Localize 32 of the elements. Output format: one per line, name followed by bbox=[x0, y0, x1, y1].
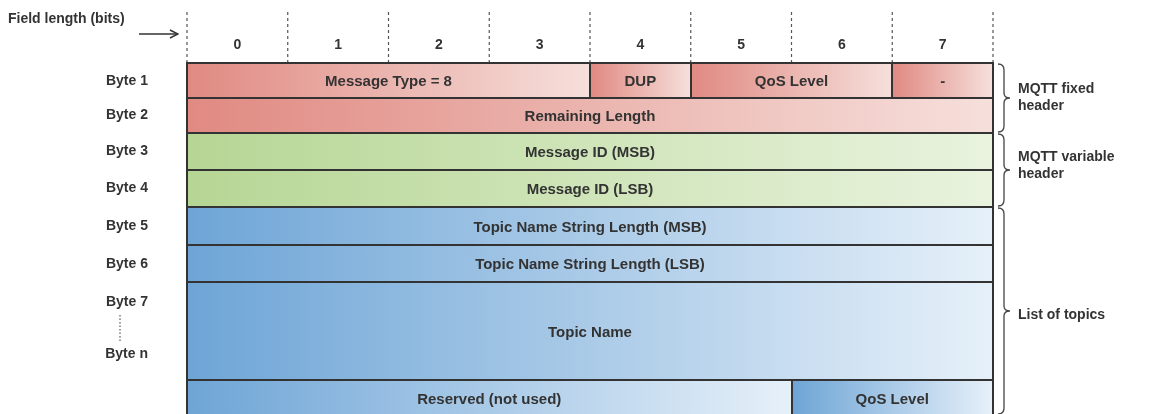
bit-number: 2 bbox=[433, 36, 444, 53]
byte-label: Byte 2 bbox=[104, 106, 148, 123]
byte-label: Byte 3 bbox=[104, 142, 148, 159]
axis-title: Field length (bits) bbox=[8, 10, 126, 27]
bit-number: 1 bbox=[333, 36, 343, 53]
fixed-header-field: - bbox=[891, 62, 994, 99]
payload-field: Topic Name String Length (LSB) bbox=[186, 244, 994, 283]
bracket-label: List of topics bbox=[1018, 306, 1107, 323]
variable-header-field: Message ID (MSB) bbox=[186, 132, 994, 171]
byte-label: Byte 4 bbox=[104, 179, 148, 196]
fixed-header-field: DUP bbox=[589, 62, 692, 99]
byte-label: Byte 1 bbox=[104, 72, 148, 89]
fixed-header-field: QoS Level bbox=[689, 62, 894, 99]
byte-label: Byte 5 bbox=[104, 217, 148, 234]
bit-number: 3 bbox=[534, 36, 545, 53]
byte-label: Byte 7 bbox=[104, 293, 148, 310]
bracket-label: MQTT variable header bbox=[1018, 148, 1116, 182]
bracket-label: MQTT fixed header bbox=[1018, 80, 1096, 114]
fixed-header-field: Remaining Length bbox=[186, 97, 994, 134]
payload-field: Reserved (not used) bbox=[186, 379, 793, 414]
payload-field: Topic Name String Length (MSB) bbox=[186, 206, 994, 246]
bit-number: 7 bbox=[937, 36, 948, 53]
fixed-header-field: Message Type = 8 bbox=[186, 62, 591, 99]
bit-number: 5 bbox=[736, 36, 746, 53]
bit-number: 4 bbox=[635, 36, 646, 53]
payload-field: QoS Level bbox=[790, 379, 994, 414]
bit-number: 6 bbox=[836, 36, 847, 53]
bit-number: 0 bbox=[232, 36, 243, 53]
byte-label: Byte 6 bbox=[104, 255, 148, 272]
variable-header-field: Message ID (LSB) bbox=[186, 169, 994, 208]
payload-field: Topic Name bbox=[186, 281, 994, 381]
byte-label: Byte n bbox=[104, 345, 148, 362]
